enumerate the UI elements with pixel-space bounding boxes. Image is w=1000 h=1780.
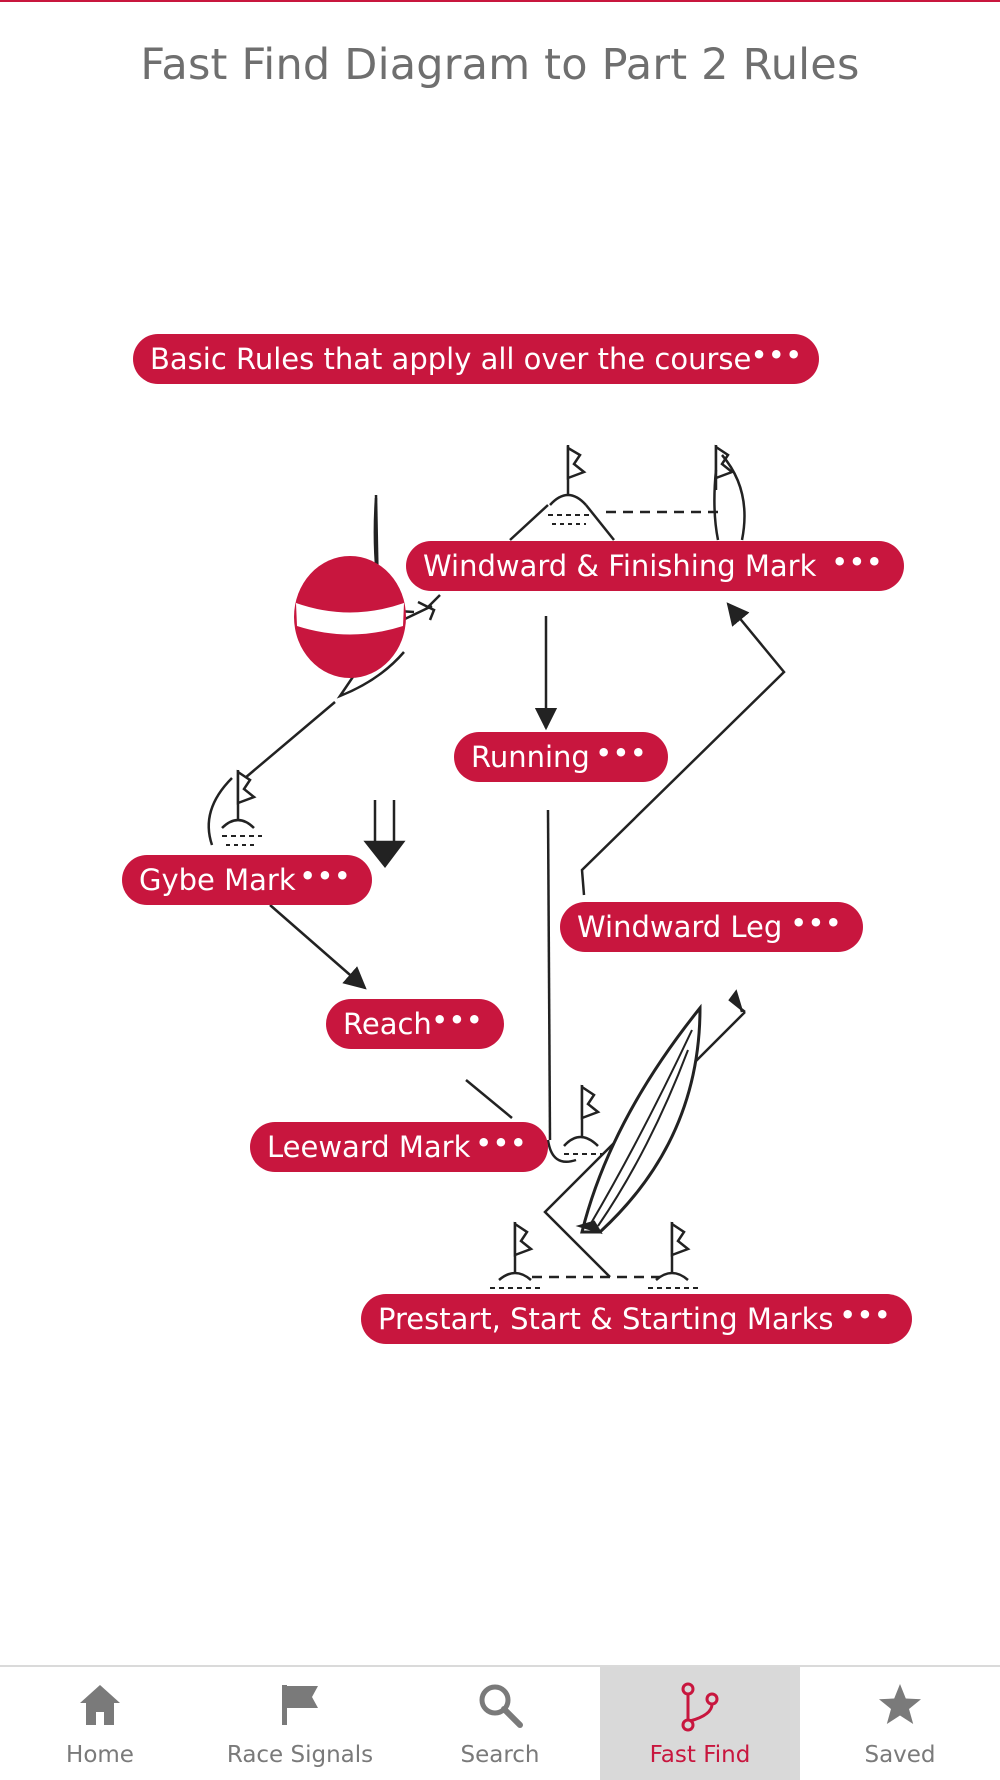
windward-finishing-mark-pill[interactable]: Windward & Finishing Mark ••• [406, 541, 904, 591]
red-ball-mark [294, 556, 406, 678]
gybe-mark-buoy [207, 769, 262, 846]
prestart-start-pill[interactable]: Prestart, Start & Starting Marks ••• [361, 1294, 912, 1344]
flag-icon [282, 1685, 318, 1725]
more-icon: ••• [431, 1006, 484, 1034]
gybe-mark-pill[interactable]: Gybe Mark ••• [122, 855, 372, 905]
leeward-mark-pill[interactable]: Leeward Mark ••• [250, 1122, 548, 1172]
tab-saved[interactable]: Saved [800, 1667, 1000, 1780]
more-icon: ••• [595, 739, 648, 767]
start-mark-left [490, 1221, 540, 1289]
tab-race-signals[interactable]: Race Signals [200, 1667, 400, 1780]
more-icon: ••• [831, 548, 884, 576]
basic-rules-pill[interactable]: Basic Rules that apply all over the cour… [133, 334, 819, 384]
finish-flag [713, 444, 746, 541]
running-pill[interactable]: Running ••• [454, 732, 668, 782]
branch-icon [681, 1682, 719, 1732]
start-mark-right [648, 1221, 698, 1289]
windward-leg-pill[interactable]: Windward Leg ••• [560, 902, 863, 952]
more-icon: ••• [475, 1129, 528, 1157]
tab-home[interactable]: Home [0, 1667, 200, 1780]
more-icon: ••• [751, 341, 804, 369]
home-icon [80, 1685, 120, 1725]
leeward-mark-buoy [546, 1084, 604, 1163]
bottom-tab-bar: Home Race Signals Search Fast Find Saved [0, 1665, 1000, 1780]
reach-pill[interactable]: Reach ••• [326, 999, 504, 1049]
star-icon [879, 1684, 921, 1724]
search-icon [479, 1684, 523, 1728]
page-title: Fast Find Diagram to Part 2 Rules [140, 40, 860, 90]
tab-search[interactable]: Search [400, 1667, 600, 1780]
more-icon: ••• [790, 909, 843, 937]
windward-mark-buoy [548, 445, 590, 525]
top-accent-line [0, 0, 1000, 2]
more-icon: ••• [299, 862, 352, 890]
more-icon: ••• [839, 1301, 892, 1329]
tab-fast-find[interactable]: Fast Find [600, 1667, 800, 1780]
